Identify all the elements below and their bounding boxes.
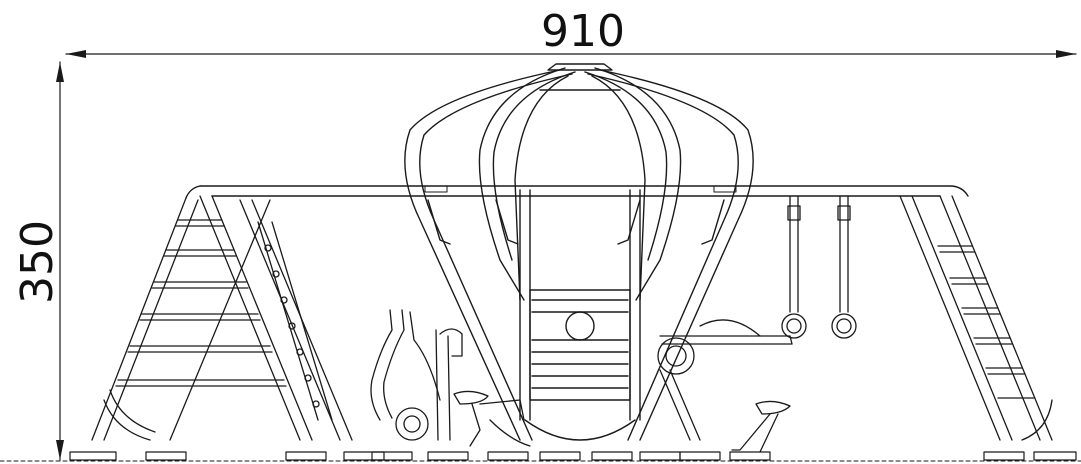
climbing-panel-slats [531,299,629,389]
left-ladder-frame [91,195,353,441]
exercise-bike-center [453,390,531,447]
width-dimension-line [65,50,1077,58]
left-ladder-rungs [115,219,287,387]
net-ladder-knots [264,244,320,408]
width-dimension-label: 910 [541,6,625,57]
height-dimension-label: 350 [12,220,63,304]
foot-plates [69,451,1077,461]
gymnastic-rings [781,195,857,339]
right-ladder-rungs [937,245,1035,399]
top-beam [185,185,969,199]
right-ladder-frame [899,195,1053,441]
central-canopy [404,63,754,441]
exercise-bike-left [370,309,463,441]
exercise-bike-right [657,319,793,453]
height-dimension-line [56,61,64,461]
